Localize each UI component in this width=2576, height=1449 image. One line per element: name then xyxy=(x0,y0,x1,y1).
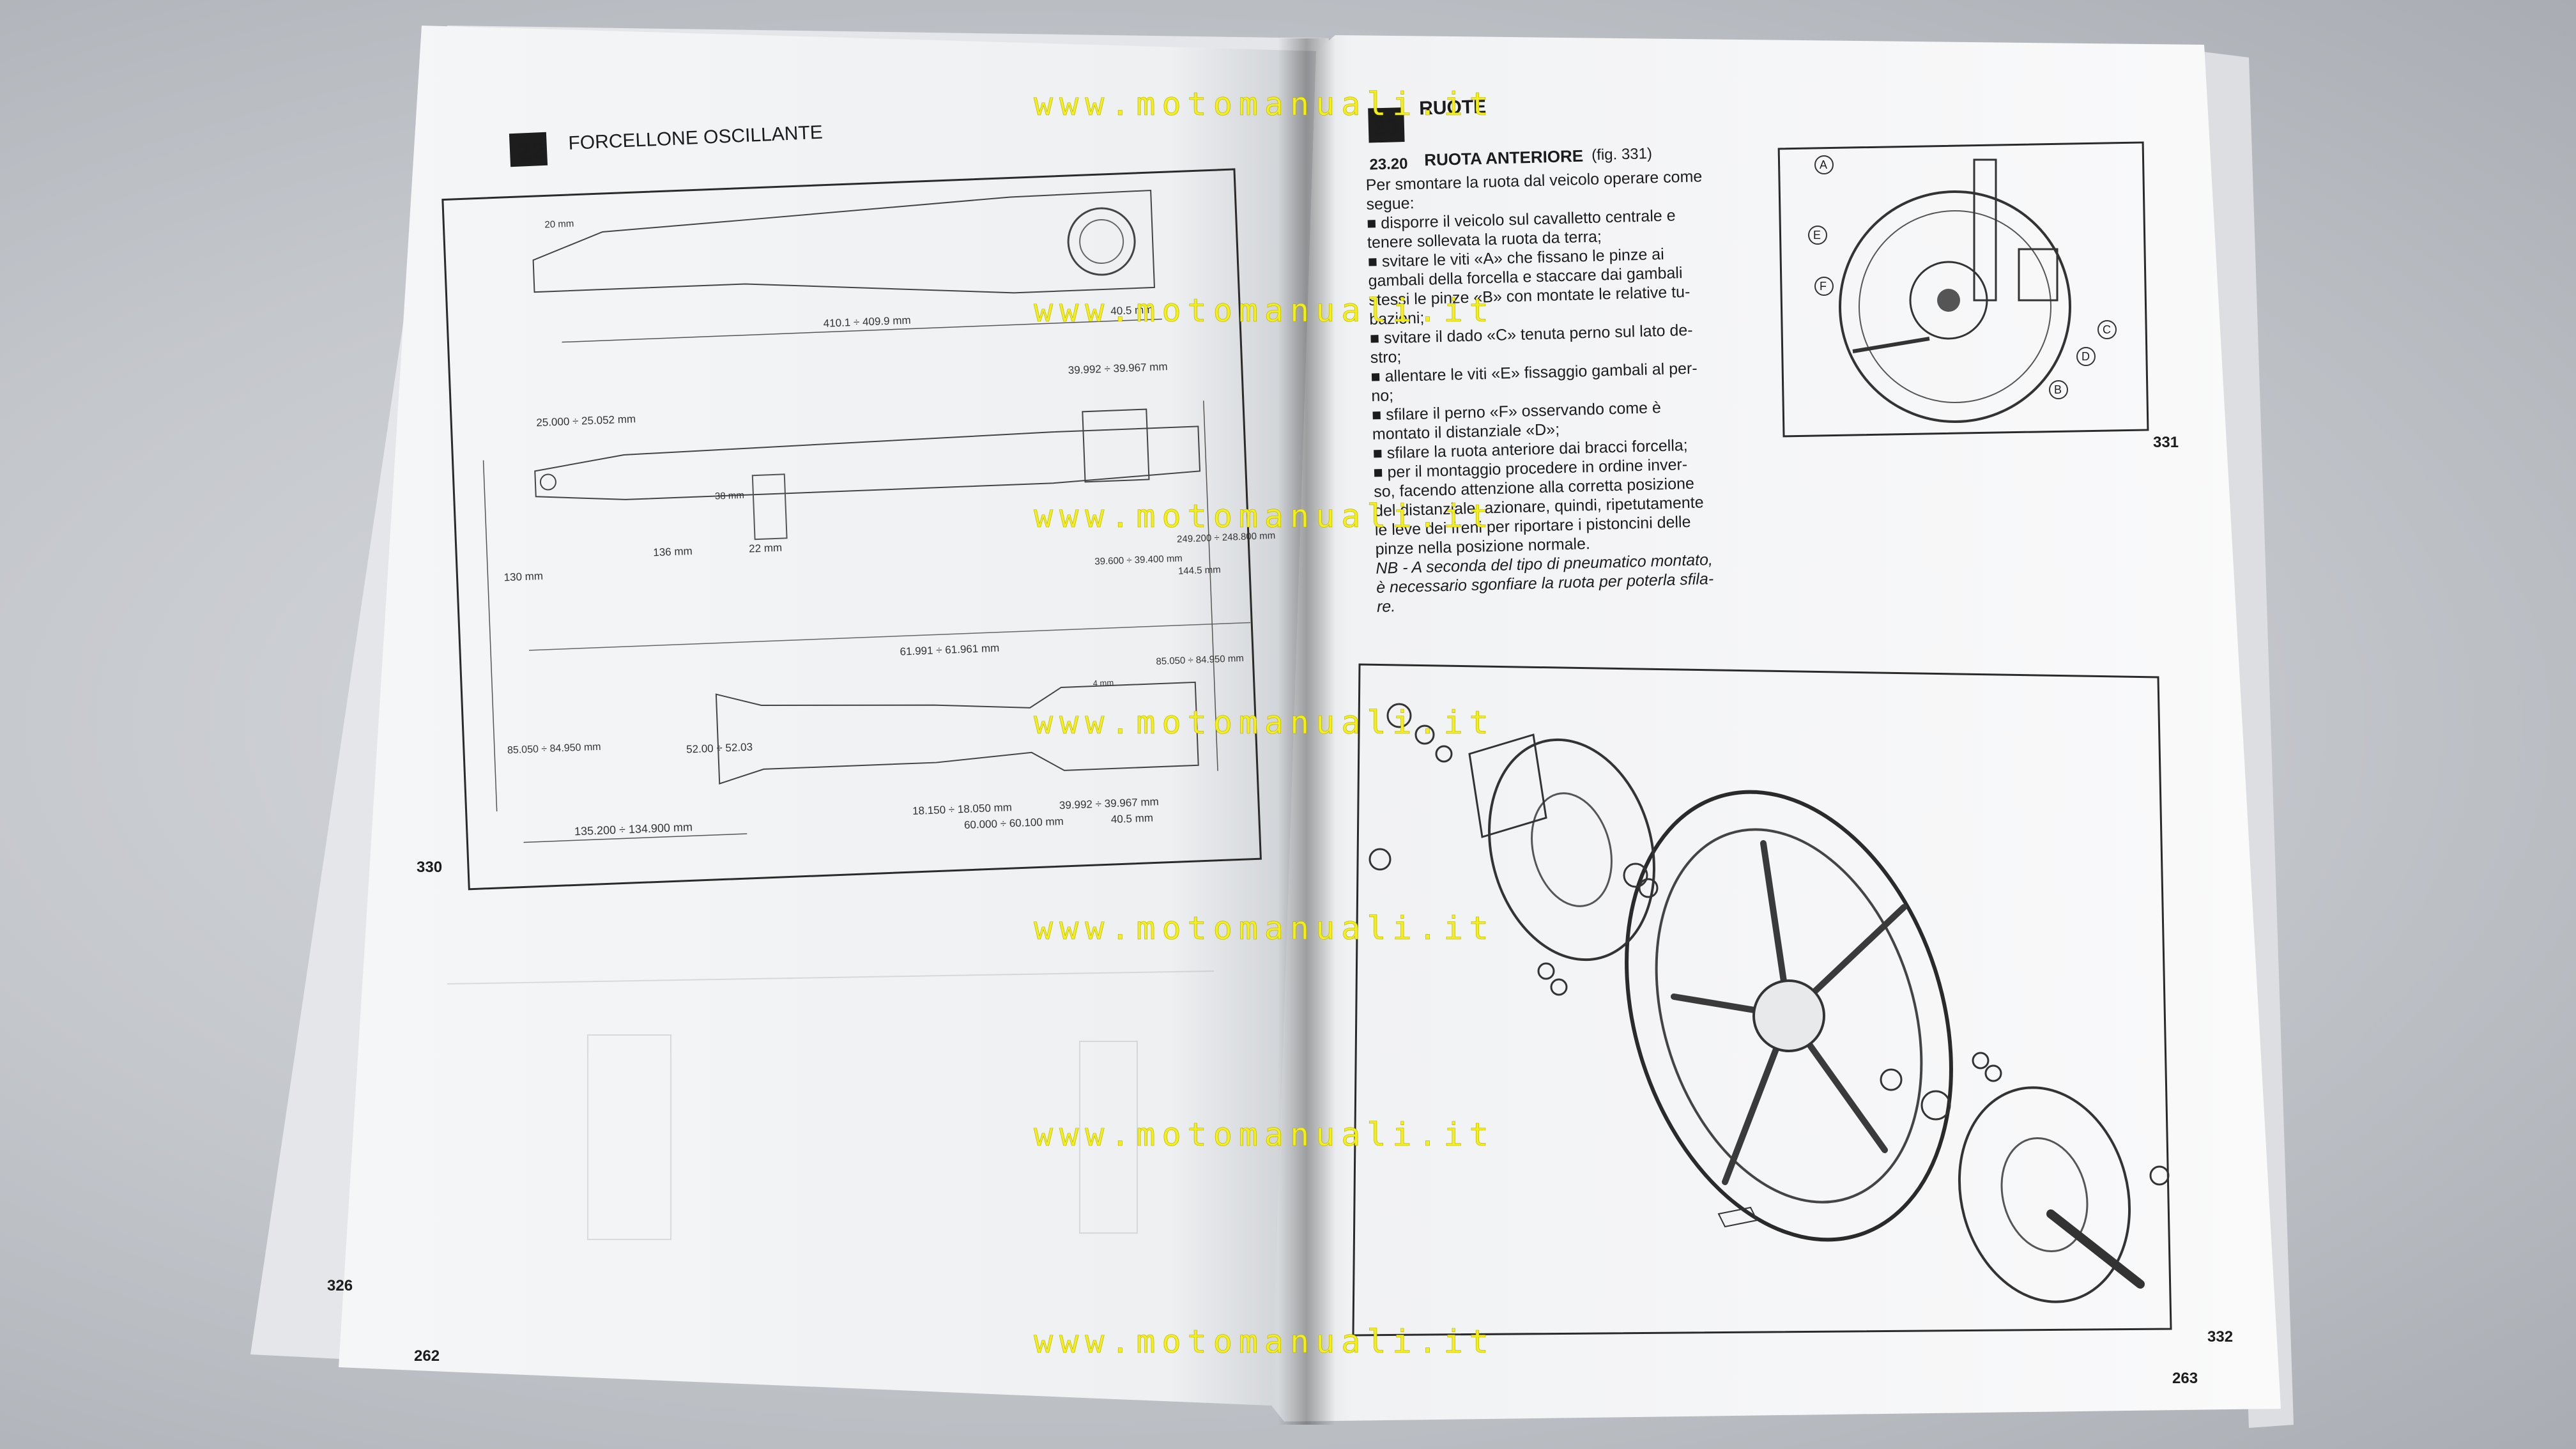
wheel-rim xyxy=(1839,190,2071,423)
callout-label: C xyxy=(2103,323,2111,336)
wheel-rim-inner xyxy=(1655,828,1923,1204)
bearings-spacers xyxy=(1368,703,2170,1186)
fork-leg xyxy=(1973,158,1997,302)
figure-331-frame xyxy=(1777,141,2149,438)
wheel-tyre-outer xyxy=(1625,790,1953,1242)
section-title: RUOTE xyxy=(1419,96,1487,119)
watermark-group: www.motomanuali.it www.motomanuali.it ww… xyxy=(1034,86,1495,1361)
section-badge-22 xyxy=(509,132,548,167)
dim-label: 40.5 mm xyxy=(1110,812,1153,826)
watermark-text: www.motomanuali.it xyxy=(1034,1323,1495,1360)
dim-line xyxy=(562,318,1162,343)
dim-label: 249.200 ÷ 248.800 mm xyxy=(1177,530,1276,545)
callout-label: D xyxy=(2082,350,2090,363)
body-line: segue: xyxy=(1366,194,1414,213)
figure-332-exploded-wheel xyxy=(1352,663,2172,1337)
axle-pin xyxy=(1852,337,1930,353)
wheel-hub xyxy=(1752,979,1825,1052)
callout-label: E xyxy=(1813,229,1821,241)
figure-number-330: 330 xyxy=(417,859,442,876)
body-line: no; xyxy=(1371,387,1393,405)
subsection-number: 23.20 xyxy=(1369,155,1408,174)
figure-331-front-wheel: A E F C D B xyxy=(1777,141,2149,438)
dim-line xyxy=(523,833,747,843)
wheel-inner xyxy=(1859,210,2051,403)
watermark-text: www.motomanuali.it xyxy=(1034,498,1495,535)
section-number: 23 xyxy=(1373,115,1398,140)
dim-line xyxy=(1203,401,1218,771)
disc-carrier xyxy=(1531,792,1613,907)
dim-label: 4 mm xyxy=(1092,678,1114,688)
dim-label: 52.00 ÷ 52.03 xyxy=(686,741,753,756)
section-badge-23 xyxy=(1368,107,1405,143)
figure-number-332: 332 xyxy=(2207,1328,2233,1346)
page-number-263: 263 xyxy=(2172,1370,2198,1387)
swingarm-top-view xyxy=(532,189,1155,294)
rear-brake-disc xyxy=(1958,1086,2131,1303)
subsection-ref: (fig. 331) xyxy=(1591,145,1652,164)
pivot-bearing-inner xyxy=(1079,219,1124,264)
pivot-housing xyxy=(1082,408,1150,483)
brace xyxy=(751,473,788,540)
section-number: 22 xyxy=(518,137,545,165)
watermark-text: www.motomanuali.it xyxy=(1034,704,1495,741)
front-brake-disc xyxy=(1488,738,1655,962)
callout-label: B xyxy=(2054,383,2062,396)
dim-label: 85.050 ÷ 84.950 mm xyxy=(507,742,601,756)
callout-label: A xyxy=(1820,158,1827,171)
show-through-drawing xyxy=(447,970,1215,1240)
axle-hole xyxy=(539,473,556,491)
drawing-frame xyxy=(441,168,1262,891)
figure-332-frame xyxy=(1352,663,2172,1337)
swingarm-side-view xyxy=(534,425,1201,500)
left-page xyxy=(339,26,1316,1406)
callout-group: A E F C D B xyxy=(1808,155,2117,399)
faint-page-number: 326 xyxy=(327,1277,353,1294)
gutter-shadow xyxy=(1278,38,1335,1425)
callout-label: F xyxy=(1820,280,1827,293)
dim-label: 39.600 ÷ 39.400 mm xyxy=(1094,553,1183,567)
watermark-text: www.motomanuali.it xyxy=(1034,86,1495,123)
figure-number-331: 331 xyxy=(2153,434,2179,451)
subsection-title: RUOTA ANTERIORE xyxy=(1424,146,1584,170)
dim-label: 38 mm xyxy=(715,490,744,502)
hub xyxy=(1937,289,1960,312)
right-page xyxy=(1271,35,2281,1422)
dim-label: 22 mm xyxy=(749,542,783,555)
dim-line xyxy=(482,460,498,812)
body-line: bazioni; xyxy=(1369,309,1425,328)
wheel-axle xyxy=(2046,1209,2145,1289)
speedo-drive xyxy=(1468,733,1547,838)
dim-label: 130 mm xyxy=(503,570,543,583)
body-line: stro; xyxy=(1370,348,1401,367)
dim-label: 144.5 mm xyxy=(1178,564,1221,577)
swingarm-bottom-view xyxy=(715,681,1199,785)
watermark-text: www.motomanuali.it xyxy=(1034,1116,1495,1153)
section-23-header: 23 RUOTE 23.20 RUOTA ANTERIORE (fig. 331… xyxy=(1368,96,1652,174)
dim-label: 20 mm xyxy=(544,218,574,231)
note-line: re. xyxy=(1377,597,1396,616)
brake-caliper xyxy=(2018,248,2058,302)
dim-label: 40.5 mm xyxy=(1110,303,1153,318)
pivot-bearing-circle xyxy=(1067,207,1136,276)
disc-carrier xyxy=(2000,1137,2089,1253)
page-number-262: 262 xyxy=(414,1347,440,1365)
dim-line xyxy=(528,622,1251,651)
dim-label: 85.050 ÷ 84.950 mm xyxy=(1156,653,1244,667)
watermark-text: www.motomanuali.it xyxy=(1034,292,1495,329)
watermark-text: www.motomanuali.it xyxy=(1034,910,1495,947)
small-part xyxy=(1717,1206,1758,1228)
dim-label: 136 mm xyxy=(653,545,693,558)
